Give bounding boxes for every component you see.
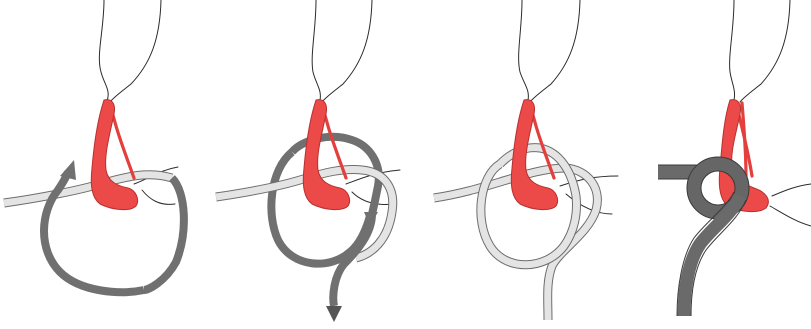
step-4-fishing-line-b <box>740 0 790 102</box>
step-4-panel <box>658 0 811 316</box>
step-2-fishing-line <box>312 0 320 100</box>
step-3-panel <box>434 0 618 320</box>
step-1-dark-loop <box>144 178 184 290</box>
step-2-arrow-head-bottom <box>326 306 342 322</box>
step-1-fishing-line <box>99 0 108 101</box>
step-1-lure <box>91 100 137 210</box>
step-3-fishing-line <box>519 0 529 100</box>
step-1-fishing-line-b <box>110 0 161 102</box>
step-3-fishing-line-b <box>530 0 580 102</box>
step-2-fishing-line-b <box>322 0 372 102</box>
step-4-fishing-line <box>730 0 735 100</box>
step-1-panel <box>4 0 184 292</box>
step-4-trailing-line <box>770 184 811 226</box>
step-2-panel <box>216 0 400 322</box>
step-2-lure <box>303 100 349 210</box>
